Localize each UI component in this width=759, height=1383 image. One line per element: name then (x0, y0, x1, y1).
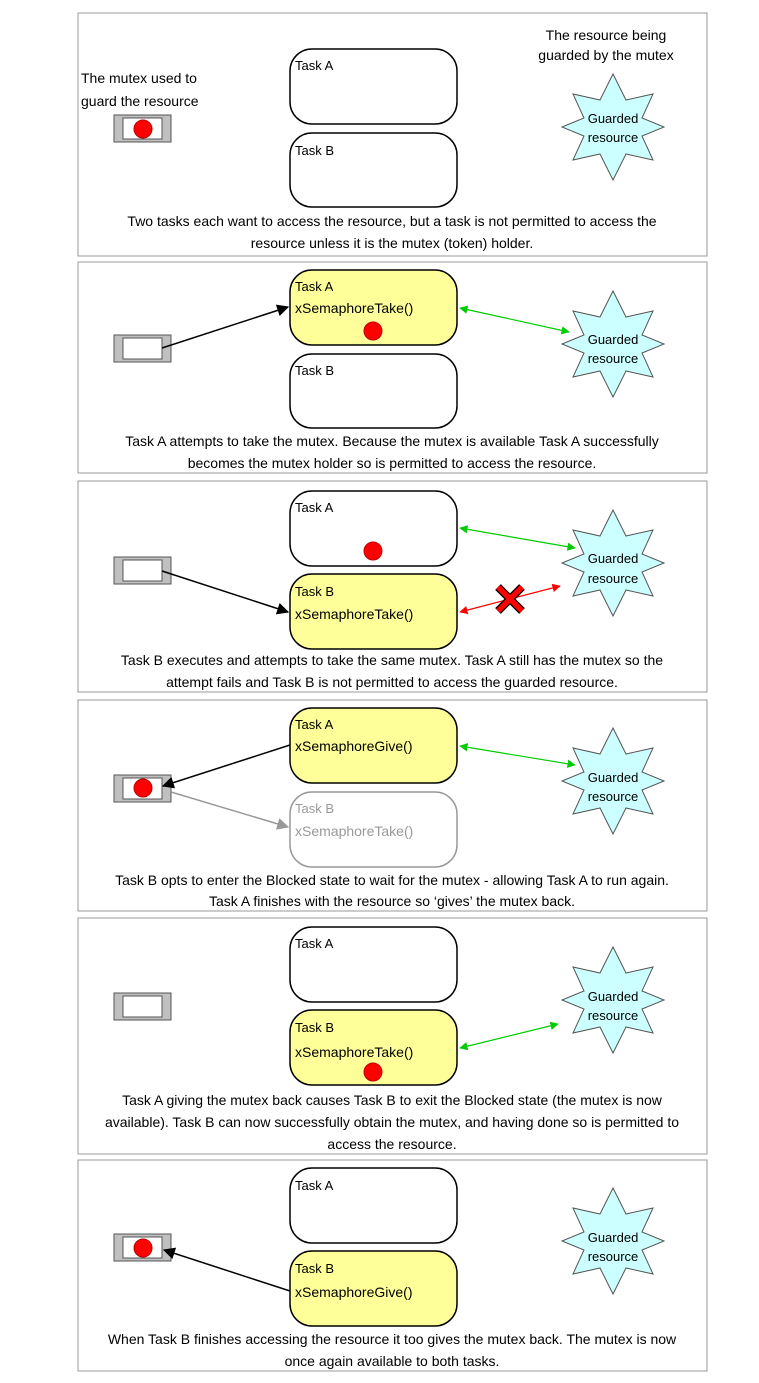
token-dot (363, 541, 383, 561)
resource-annotation-line1: The resource being (546, 27, 667, 43)
task-a-label: Task A (295, 279, 334, 294)
token-dot (363, 321, 383, 341)
panel-1: The mutex used to guard the resource The… (77, 12, 708, 257)
mutex-token (113, 114, 172, 143)
task-a-box: Task A xSemaphoreGive() (289, 707, 458, 784)
token-dot (133, 778, 153, 798)
guarded-resource: Guarded resource (560, 72, 666, 182)
mutex-annotation-line1: The mutex used to (81, 70, 197, 86)
caption-line: Task A attempts to take the mutex. Becau… (125, 433, 659, 449)
guarded-resource: Guarded resource (560, 508, 666, 618)
task-b-label: Task B (295, 143, 334, 158)
blocked-take-arrow (170, 791, 290, 830)
access-arrow (459, 305, 570, 335)
task-b-label: Task B (295, 1261, 334, 1276)
task-b-label: Task B (295, 801, 334, 816)
resource-label-line2: resource (588, 130, 639, 145)
panel-5: Task A Task B xSemaphoreTake() Guarded r… (77, 917, 708, 1155)
resource-label-line2: resource (588, 1008, 639, 1023)
caption-line: once again available to both tasks. (285, 1353, 500, 1369)
caption-line: Task A giving the mutex back causes Task… (122, 1092, 663, 1108)
resource-label-line1: Guarded (588, 770, 639, 785)
resource-label-line1: Guarded (588, 551, 639, 566)
resource-label-line1: Guarded (588, 1230, 639, 1245)
task-a-label: Task A (295, 58, 334, 73)
give-call-label: xSemaphoreGive() (295, 1284, 413, 1300)
caption-line: resource unless it is the mutex (token) … (251, 235, 533, 251)
caption-line: available). Task B can now successfully … (105, 1114, 679, 1130)
task-a-label: Task A (295, 1178, 334, 1193)
caption-line: access the resource. (327, 1136, 456, 1152)
take-arrow (161, 570, 290, 615)
task-b-label: Task B (295, 584, 334, 599)
task-b-label: Task B (295, 1020, 334, 1035)
give-arrow (161, 744, 291, 789)
resource-annotation-line2: guarded by the mutex (538, 47, 673, 63)
take-call-label: xSemaphoreTake() (295, 300, 413, 316)
resource-label-line2: resource (588, 571, 639, 586)
task-a-box: Task A (289, 926, 458, 1003)
guarded-resource: Guarded resource (560, 289, 666, 399)
caption-line: Two tasks each want to access the resour… (127, 213, 656, 229)
resource-label-line2: resource (588, 1249, 639, 1264)
take-call-label: xSemaphoreTake() (295, 1044, 413, 1060)
token-dot (133, 1238, 153, 1258)
task-a-box: Task A xSemaphoreTake() (289, 269, 458, 346)
task-b-box: Task B (289, 132, 458, 208)
give-call-label: xSemaphoreGive() (295, 738, 413, 754)
task-a-label: Task A (295, 936, 334, 951)
task-b-box: Task B xSemaphoreTake() (289, 1009, 458, 1086)
task-b-label: Task B (295, 363, 334, 378)
caption-line: becomes the mutex holder so is permitted… (188, 455, 597, 471)
give-arrow (162, 1247, 291, 1292)
mutex-annotation-line2: guard the resource (81, 93, 199, 109)
access-arrow (459, 1021, 559, 1051)
token-dot (133, 119, 153, 139)
mutex-token (113, 556, 172, 585)
task-b-box-blocked: Task B xSemaphoreTake() (289, 791, 458, 868)
task-b-box: Task B xSemaphoreTake() (289, 573, 458, 650)
guarded-resource: Guarded resource (560, 945, 666, 1055)
access-arrow (459, 743, 576, 768)
guarded-resource: Guarded resource (560, 726, 666, 836)
take-arrow (161, 304, 290, 349)
task-b-box: Task B (289, 353, 458, 429)
denied-x-icon (495, 584, 525, 614)
task-a-label: Task A (295, 500, 334, 515)
mutex-token (113, 334, 172, 363)
panel-4: Task A xSemaphoreGive() Task B xSemaphor… (77, 699, 708, 912)
task-b-box: Task B xSemaphoreGive() (289, 1250, 458, 1327)
panel-2: Task A xSemaphoreTake() Task B Guarded r… (77, 261, 708, 474)
mutex-token (113, 1233, 172, 1262)
task-a-box: Task A (289, 1167, 458, 1244)
panel-6: Task A Task B xSemaphoreGive() Guarded r… (77, 1159, 708, 1372)
take-call-label: xSemaphoreTake() (295, 606, 413, 622)
guarded-resource: Guarded resource (560, 1186, 666, 1296)
resource-label-line1: Guarded (588, 332, 639, 347)
resource-label-line2: resource (588, 789, 639, 804)
take-call-label: xSemaphoreTake() (295, 823, 413, 839)
task-a-box: Task A (289, 48, 458, 125)
panel-3: Task A Task B xSemaphoreTake() Guarded r… (77, 480, 708, 693)
caption-line: attempt fails and Task B is not permitte… (166, 674, 618, 690)
caption-line: Task B executes and attempts to take the… (121, 652, 663, 668)
task-a-box: Task A (289, 490, 458, 567)
task-a-label: Task A (295, 717, 334, 732)
caption-line: Task A finishes with the resource so ‘gi… (209, 893, 575, 909)
caption-line: When Task B finishes accessing the resou… (108, 1331, 677, 1347)
access-arrow (459, 525, 576, 551)
caption-line: Task B opts to enter the Blocked state t… (115, 872, 669, 888)
resource-label-line1: Guarded (588, 111, 639, 126)
resource-label-line1: Guarded (588, 989, 639, 1004)
resource-label-line2: resource (588, 351, 639, 366)
token-dot (363, 1062, 383, 1082)
mutex-token (113, 992, 172, 1021)
mutex-token (113, 774, 172, 803)
